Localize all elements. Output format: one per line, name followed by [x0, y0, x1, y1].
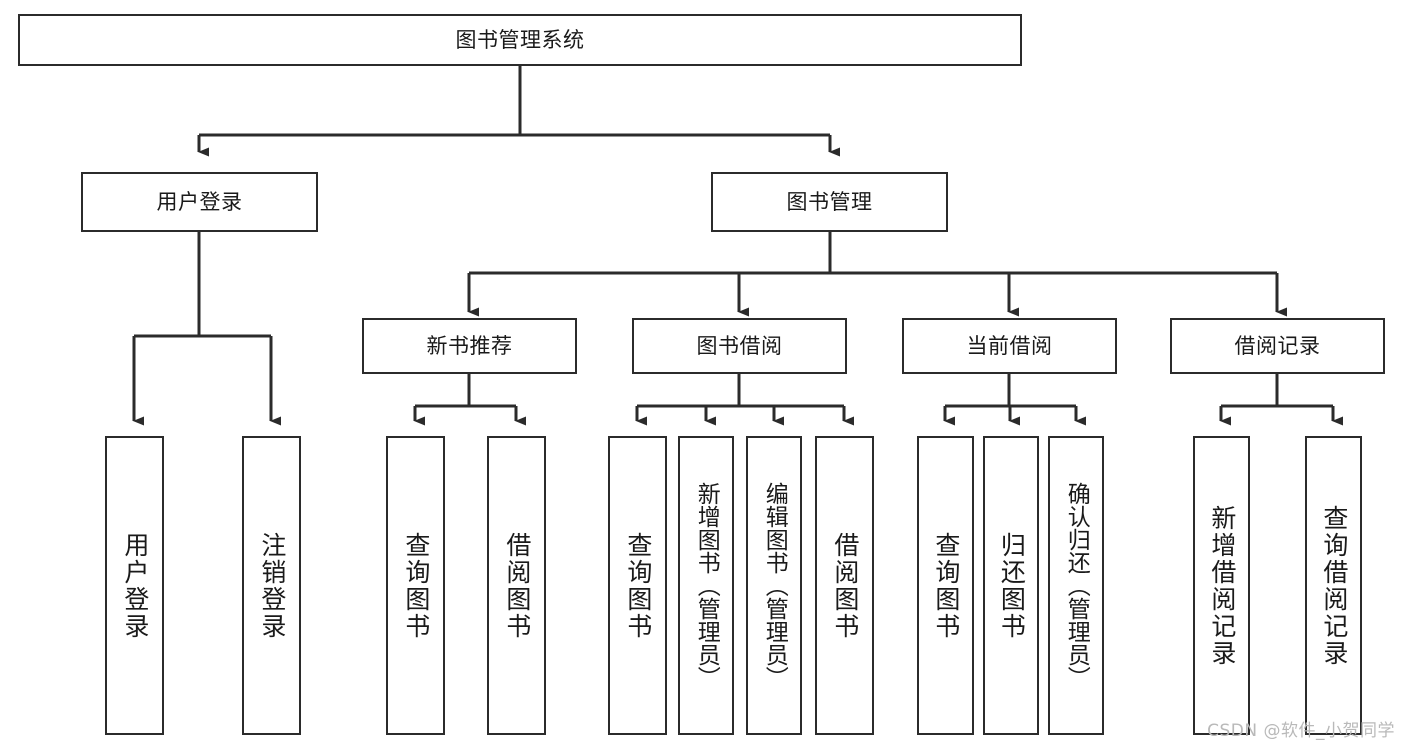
- node-leaf-add-record[interactable]: 新增借阅记录: [1193, 436, 1250, 735]
- node-leaf-query-book-c[interactable]: 查询图书: [917, 436, 974, 735]
- node-book-manage[interactable]: 图书管理: [711, 172, 948, 232]
- node-leaf-confirm-return-label: 确认归还（管理员）: [1063, 482, 1090, 689]
- node-leaf-logout[interactable]: 注销登录: [242, 436, 301, 735]
- node-book-borrow-label: 图书借阅: [696, 333, 783, 358]
- node-user-login-label: 用户登录: [156, 189, 243, 214]
- node-leaf-user-login-label: 用户登录: [120, 531, 150, 640]
- node-book-manage-label: 图书管理: [786, 189, 873, 214]
- node-leaf-borrow-book-a-label: 借阅图书: [502, 531, 532, 640]
- node-leaf-add-book[interactable]: 新增图书（管理员）: [678, 436, 734, 735]
- node-leaf-logout-label: 注销登录: [257, 531, 287, 640]
- node-leaf-query-book-c-label: 查询图书: [931, 531, 961, 640]
- node-leaf-query-book-b-label: 查询图书: [623, 531, 653, 640]
- node-leaf-add-book-label: 新增图书（管理员）: [693, 482, 720, 689]
- node-leaf-add-record-label: 新增借阅记录: [1207, 504, 1237, 667]
- node-leaf-edit-book[interactable]: 编辑图书（管理员）: [746, 436, 802, 735]
- node-leaf-query-book-a-label: 查询图书: [401, 531, 431, 640]
- node-new-book-rec-label: 新书推荐: [426, 333, 513, 358]
- node-borrow-record-label: 借阅记录: [1234, 333, 1321, 358]
- node-root[interactable]: 图书管理系统: [18, 14, 1022, 66]
- node-current-borrow[interactable]: 当前借阅: [902, 318, 1117, 374]
- node-leaf-borrow-book-a[interactable]: 借阅图书: [487, 436, 546, 735]
- node-borrow-record[interactable]: 借阅记录: [1170, 318, 1385, 374]
- node-leaf-return-book-label: 归还图书: [997, 531, 1027, 640]
- node-leaf-edit-book-label: 编辑图书（管理员）: [761, 482, 788, 689]
- node-leaf-user-login[interactable]: 用户登录: [105, 436, 164, 735]
- node-leaf-query-record[interactable]: 查询借阅记录: [1305, 436, 1362, 735]
- node-leaf-return-book[interactable]: 归还图书: [983, 436, 1039, 735]
- node-new-book-rec[interactable]: 新书推荐: [362, 318, 577, 374]
- node-root-label: 图书管理系统: [455, 27, 585, 52]
- node-leaf-query-record-label: 查询借阅记录: [1319, 504, 1349, 667]
- node-leaf-borrow-book-b[interactable]: 借阅图书: [815, 436, 874, 735]
- node-user-login[interactable]: 用户登录: [81, 172, 318, 232]
- node-book-borrow[interactable]: 图书借阅: [632, 318, 847, 374]
- node-leaf-borrow-book-b-label: 借阅图书: [830, 531, 860, 640]
- node-leaf-confirm-return[interactable]: 确认归还（管理员）: [1048, 436, 1104, 735]
- node-current-borrow-label: 当前借阅: [966, 333, 1053, 358]
- node-leaf-query-book-b[interactable]: 查询图书: [608, 436, 667, 735]
- node-leaf-query-book-a[interactable]: 查询图书: [386, 436, 445, 735]
